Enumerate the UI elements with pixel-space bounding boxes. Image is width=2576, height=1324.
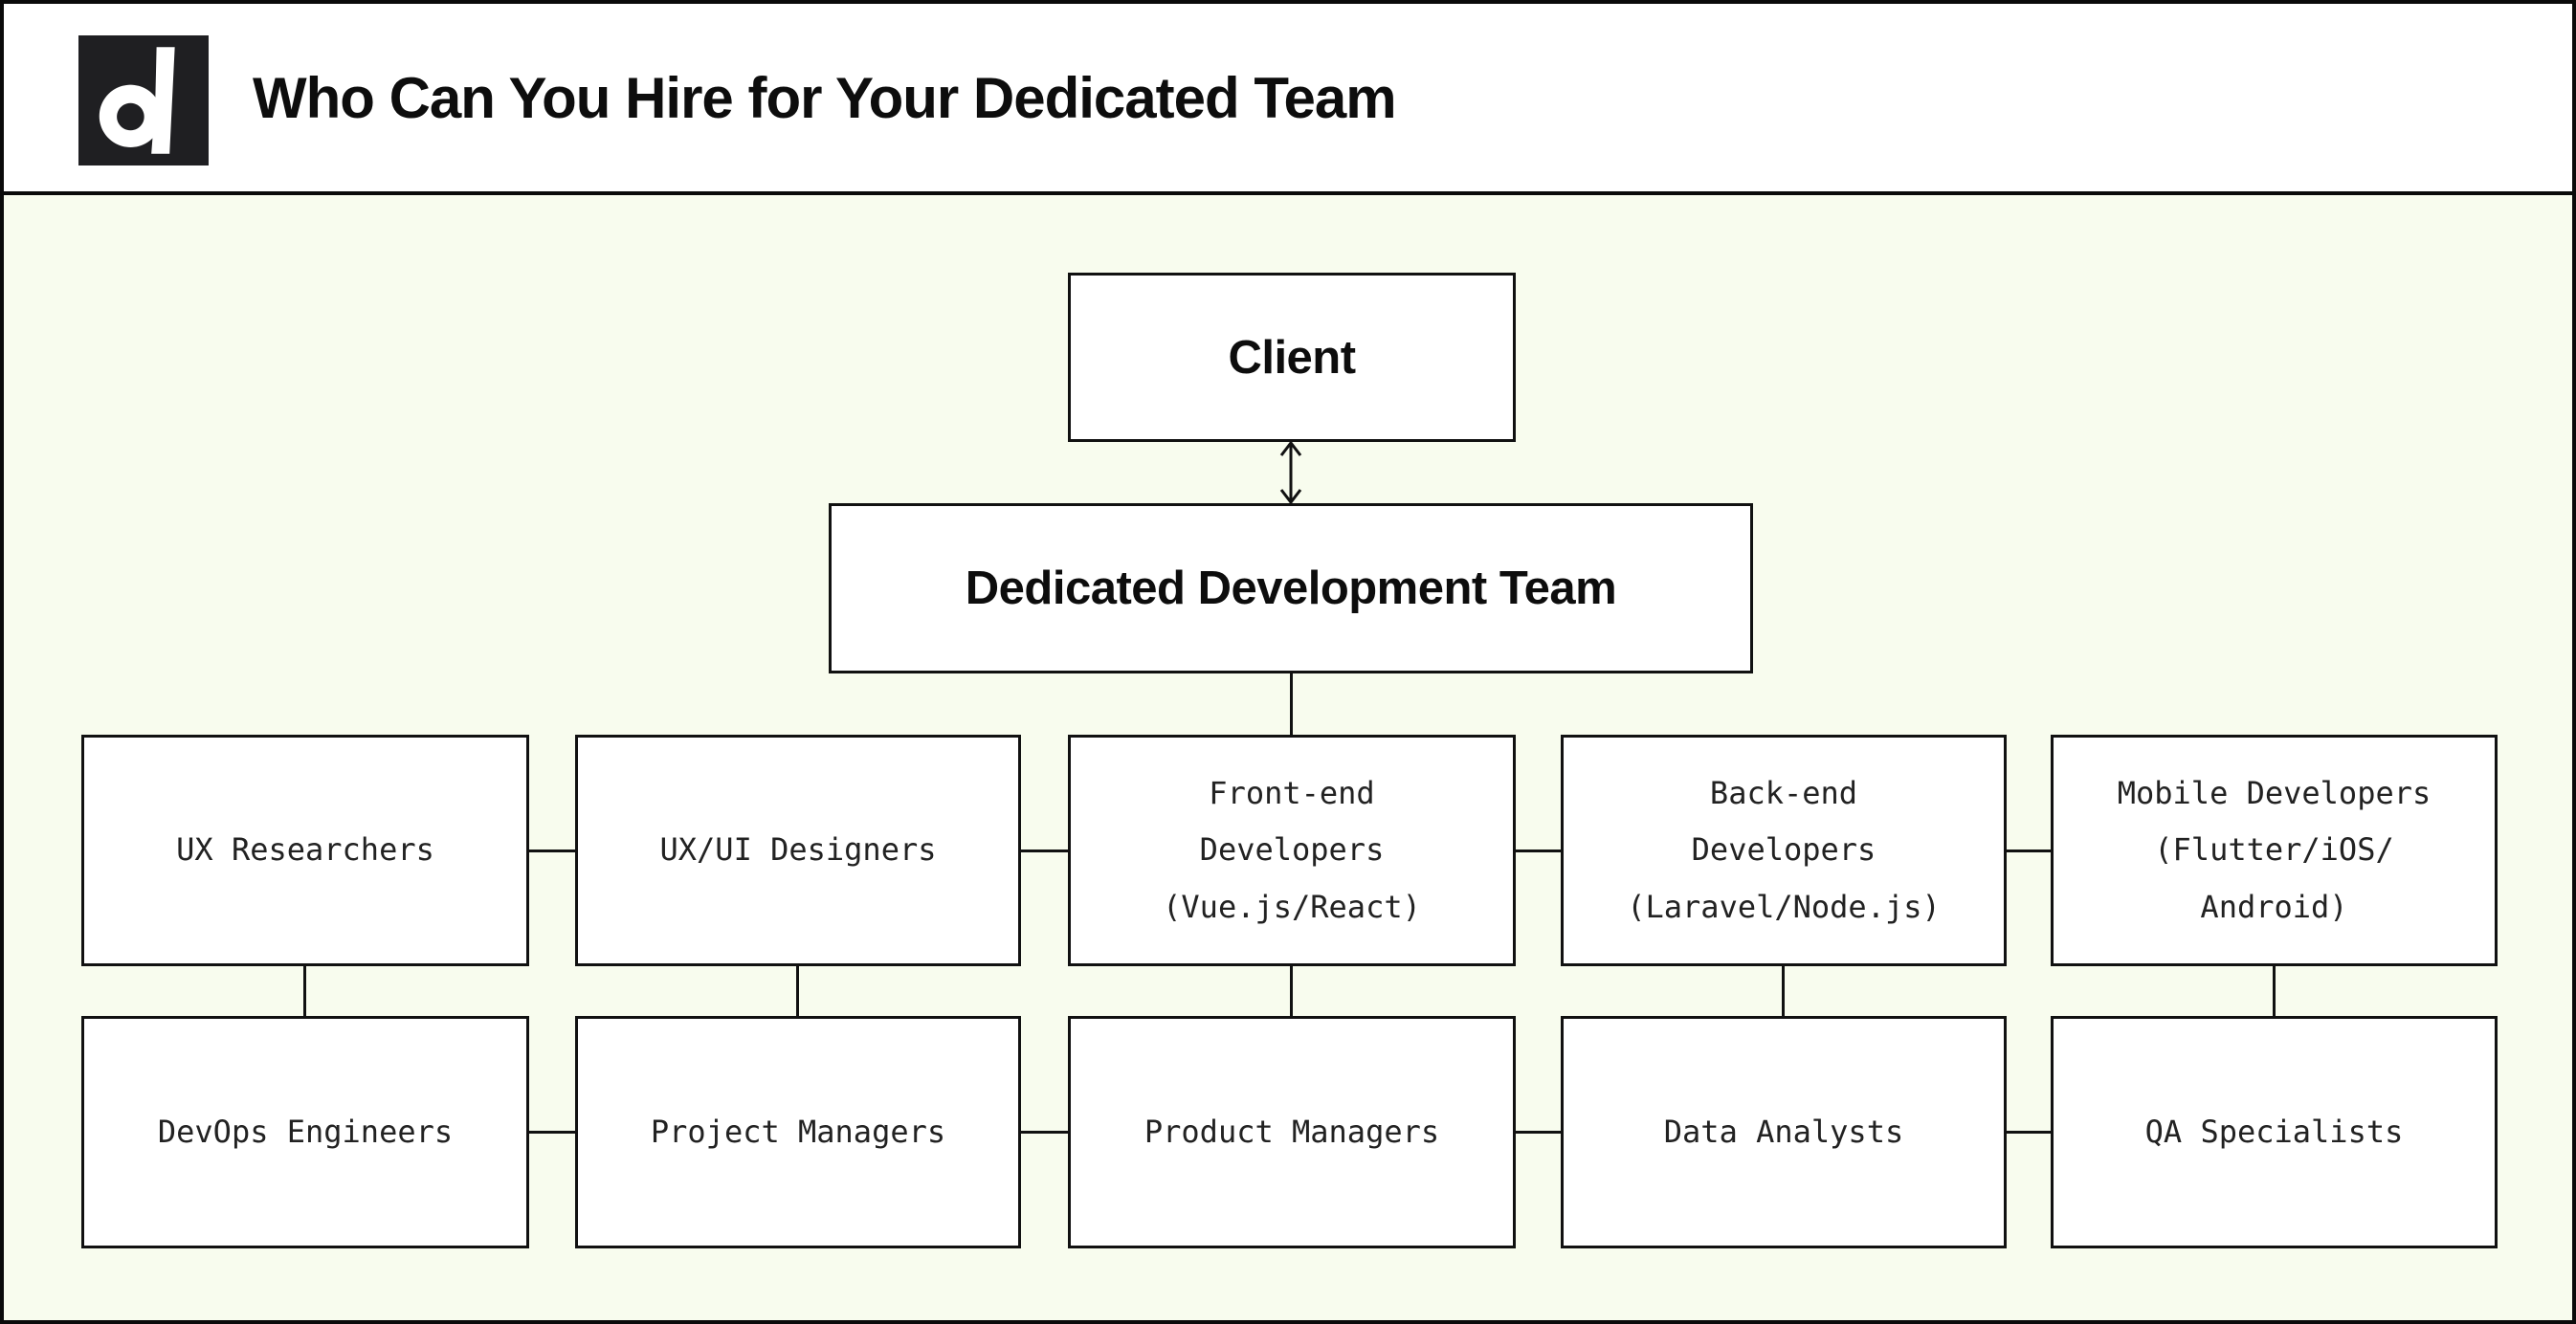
- connector-row2-1-2: [527, 1131, 577, 1134]
- connector-team-row1: [1290, 672, 1293, 737]
- connector-row1-3-4: [1514, 850, 1563, 852]
- page-title: Who Can You Hire for Your Dedicated Team: [253, 65, 1397, 130]
- role-box-mobile-developers: Mobile Developers (Flutter/iOS/ Android): [2051, 735, 2498, 966]
- connector-row2-4-5: [2005, 1131, 2053, 1134]
- connector-row2-2-3: [1019, 1131, 1070, 1134]
- role-box-frontend-developers: Front-end Developers (Vue.js/React): [1068, 735, 1516, 966]
- connector-col5: [2273, 965, 2276, 1018]
- dedicated-team-box: Dedicated Development Team: [829, 503, 1753, 673]
- role-box-product-managers: Product Managers: [1068, 1016, 1516, 1248]
- connector-row1-4-5: [2005, 850, 2053, 852]
- header: Who Can You Hire for Your Dedicated Team: [4, 4, 2572, 195]
- logo-d-icon: [99, 47, 175, 154]
- role-box-uxui-designers: UX/UI Designers: [575, 735, 1021, 966]
- connector-col2: [796, 965, 799, 1018]
- role-box-backend-developers: Back-end Developers (Laravel/Node.js): [1561, 735, 2007, 966]
- connector-col4: [1782, 965, 1785, 1018]
- connector-col3: [1290, 965, 1293, 1018]
- role-box-project-managers: Project Managers: [575, 1016, 1021, 1248]
- connector-col1: [303, 965, 306, 1018]
- client-box: Client: [1068, 273, 1516, 442]
- connector-row1-2-3: [1019, 850, 1070, 852]
- role-box-ux-researchers: UX Researchers: [81, 735, 529, 966]
- double-arrow-icon: [1279, 440, 1302, 505]
- connector-row1-1-2: [527, 850, 577, 852]
- role-box-qa-specialists: QA Specialists: [2051, 1016, 2498, 1248]
- connector-row2-3-4: [1514, 1131, 1563, 1134]
- client-team-connector: [1275, 440, 1307, 505]
- logo: [78, 35, 209, 166]
- role-box-data-analysts: Data Analysts: [1561, 1016, 2007, 1248]
- role-box-devops-engineers: DevOps Engineers: [81, 1016, 529, 1248]
